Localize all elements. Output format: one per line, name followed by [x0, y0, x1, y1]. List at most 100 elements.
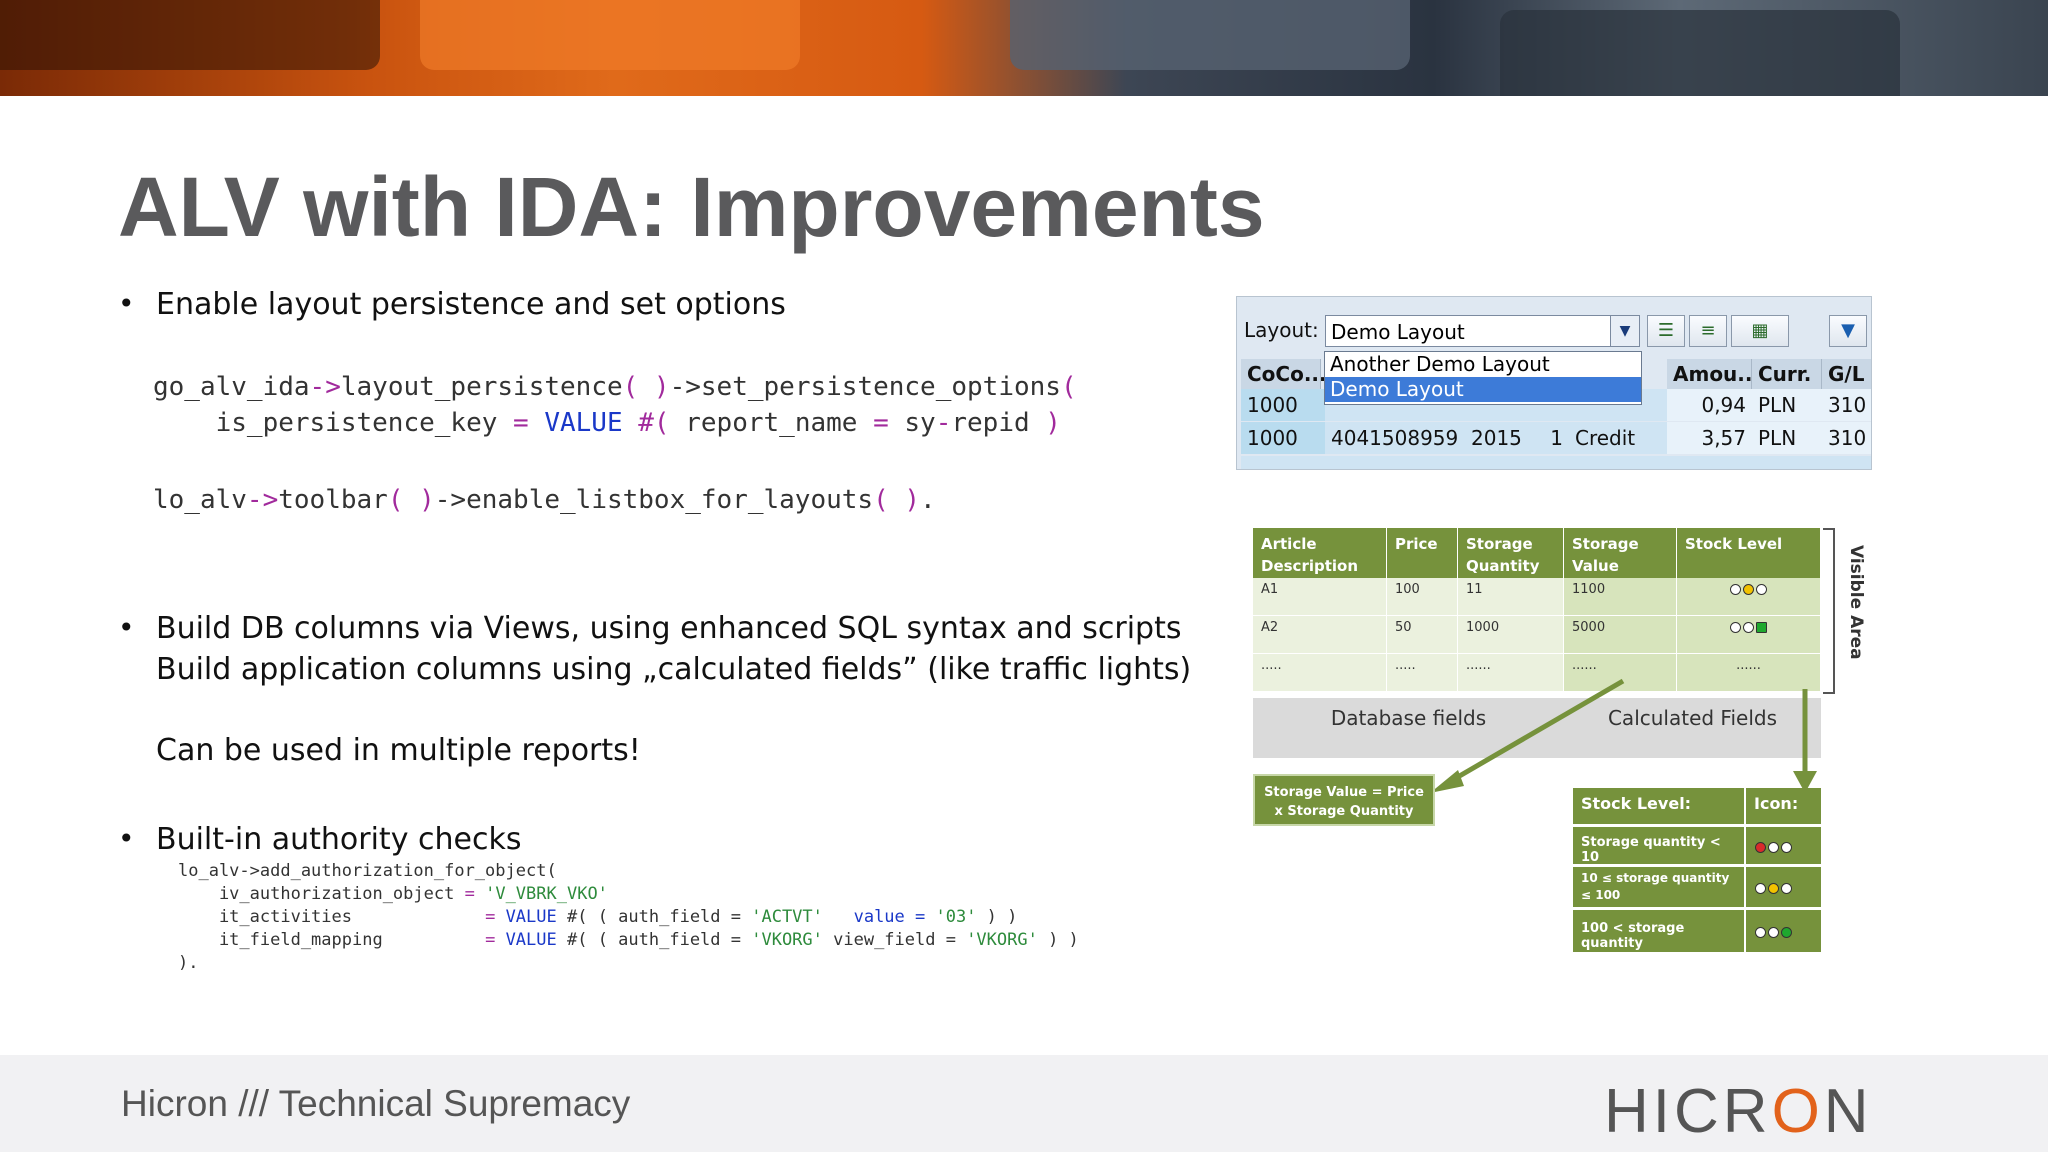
code-token: 'VKORG'	[966, 930, 1038, 950]
table-cell: 1000	[1241, 422, 1325, 454]
bullet-text: Build application columns using „calcula…	[156, 651, 1192, 687]
code-token: go_alv_ida	[153, 372, 310, 402]
code-token: #(	[622, 408, 670, 438]
code-token: ->	[309, 372, 341, 402]
legend-header: Stock Level:	[1573, 788, 1746, 824]
table-cell: 2015	[1465, 422, 1527, 454]
code-token: view_field =	[822, 930, 967, 950]
legend-row: Storage quantity < 10	[1573, 827, 1746, 865]
bullet-text: Build DB columns via Views, using enhanc…	[156, 611, 1182, 646]
table-row[interactable]: 1000 4041508959 2015 1 Credit 3,57 PLN 3…	[1241, 422, 1871, 454]
table-cell: 5000	[1564, 616, 1677, 654]
table-cell: 3,57	[1667, 422, 1752, 454]
code-token: #( ( auth_field =	[567, 930, 752, 950]
code-token: ) )	[976, 907, 1018, 927]
traffic-light-icon	[1677, 578, 1821, 616]
column-header[interactable]: CoCo...	[1241, 359, 1327, 389]
legend-row: 100 < storage quantity	[1573, 910, 1746, 952]
code-line: it_field_mapping	[178, 930, 383, 950]
logo-text: O	[1771, 1077, 1824, 1146]
chevron-down-icon[interactable]: ▼	[1610, 315, 1640, 347]
table-cell: 50	[1387, 616, 1458, 654]
code-token: 'V_VBRK_VKO'	[485, 884, 608, 904]
visible-area-bracket	[1823, 528, 1835, 694]
column-header: Price	[1387, 528, 1458, 578]
table-row	[1241, 456, 1871, 469]
table-cell: 1	[1527, 422, 1569, 454]
column-header: Stock Level	[1677, 528, 1821, 578]
layout-combobox[interactable]: Demo Layout	[1325, 315, 1635, 347]
code-token: ->enable_listbox_for_layouts	[434, 485, 874, 515]
code-token: (	[1060, 372, 1077, 402]
funnel-icon[interactable]: ▼	[1829, 315, 1867, 347]
code-token: layout_persistence	[340, 372, 623, 402]
traffic-light-icon	[1746, 867, 1821, 907]
code-authorization: lo_alv->add_authorization_for_object( iv…	[178, 860, 1079, 975]
table-cell: 1000	[1241, 389, 1325, 421]
code-line: iv_authorization_object	[178, 884, 455, 904]
align-icon[interactable]: ☰	[1647, 315, 1685, 347]
code-token: #( ( auth_field =	[567, 907, 752, 927]
bullet-text: Can be used in multiple reports!	[156, 733, 641, 768]
table-cell: 100	[1387, 578, 1458, 616]
arrow-line	[1442, 678, 1625, 788]
code-token: '03'	[935, 907, 977, 927]
code-token: ->	[246, 485, 279, 515]
table-cell: 1000	[1458, 616, 1564, 654]
slide-title: ALV with IDA: Improvements	[118, 160, 1265, 254]
code-token: ( )	[873, 485, 921, 515]
table-cell: .....	[1387, 654, 1458, 692]
layout-dropdown-list[interactable]: Another Demo Layout Demo Layout	[1324, 351, 1642, 405]
code-token: value =	[822, 907, 936, 927]
code-enable-listbox: lo_alv->toolbar( )->enable_listbox_for_l…	[153, 482, 936, 518]
database-fields-zone: Database fields	[1253, 698, 1564, 758]
code-token: VALUE	[505, 907, 557, 927]
column-header[interactable]: Amou...	[1667, 359, 1760, 389]
table-cell: Credit	[1569, 422, 1667, 454]
bullet-dot: •	[118, 287, 135, 320]
header-banner-image	[0, 0, 2048, 96]
filter-icon[interactable]: ≡	[1689, 315, 1727, 347]
code-token: ) )	[1037, 930, 1079, 950]
code-token: =	[497, 408, 545, 438]
legend-row: 10 ≤ storage quantity ≤ 100	[1573, 867, 1746, 907]
code-token: is_persistence_key	[153, 408, 498, 438]
dropdown-option[interactable]: Another Demo Layout	[1330, 352, 1550, 376]
column-header: Article Description	[1253, 528, 1387, 578]
code-token: -	[935, 408, 952, 438]
table-cell: 310	[1822, 422, 1871, 454]
code-token: 'VKORG'	[751, 930, 823, 950]
dropdown-option-selected[interactable]: Demo Layout	[1325, 377, 1641, 402]
layout-settings-icon[interactable]: ▦	[1731, 315, 1789, 347]
layout-label: Layout:	[1244, 318, 1319, 342]
code-token: report_name	[669, 408, 874, 438]
code-token: VALUE	[505, 930, 557, 950]
code-token: lo_alv	[153, 485, 247, 515]
table-cell: 4041508959	[1325, 422, 1465, 454]
code-token: =	[485, 907, 496, 927]
logo-text: N	[1823, 1077, 1873, 1146]
sap-alv-layout-screenshot: Layout: Demo Layout ▼ ☰ ≡ ▦ ▼ CoCo... Am…	[1236, 296, 1872, 470]
column-header: Storage Value	[1564, 528, 1677, 578]
code-token: toolbar	[278, 485, 388, 515]
logo-text: HICR	[1604, 1077, 1772, 1146]
arrow-head	[1430, 770, 1464, 793]
legend-header: Icon:	[1746, 788, 1821, 824]
table-cell: 0,94	[1667, 389, 1752, 421]
code-line: lo_alv->add_authorization_for_object(	[178, 861, 557, 881]
column-header[interactable]: G/L	[1822, 359, 1871, 389]
bullet-authority-checks: • Built-in authority checks	[118, 820, 522, 861]
table-cell: PLN	[1752, 422, 1822, 454]
code-token: =	[873, 408, 889, 438]
table-cell: ......	[1564, 654, 1677, 692]
bullet-dot: •	[118, 822, 135, 855]
column-header[interactable]: Curr.	[1752, 359, 1822, 389]
bullet-text: Built-in authority checks	[156, 822, 522, 857]
footer-bar	[0, 1055, 2048, 1152]
code-token: ( )	[387, 485, 435, 515]
code-line: it_activities	[178, 907, 352, 927]
footer-tagline: Hicron /// Technical Supremacy	[121, 1083, 631, 1124]
arrow-head	[1793, 771, 1817, 793]
code-layout-persistence: go_alv_ida->layout_persistence( )->set_p…	[153, 369, 1077, 441]
bullet-db-columns: • Build DB columns via Views, using enha…	[118, 609, 1192, 772]
